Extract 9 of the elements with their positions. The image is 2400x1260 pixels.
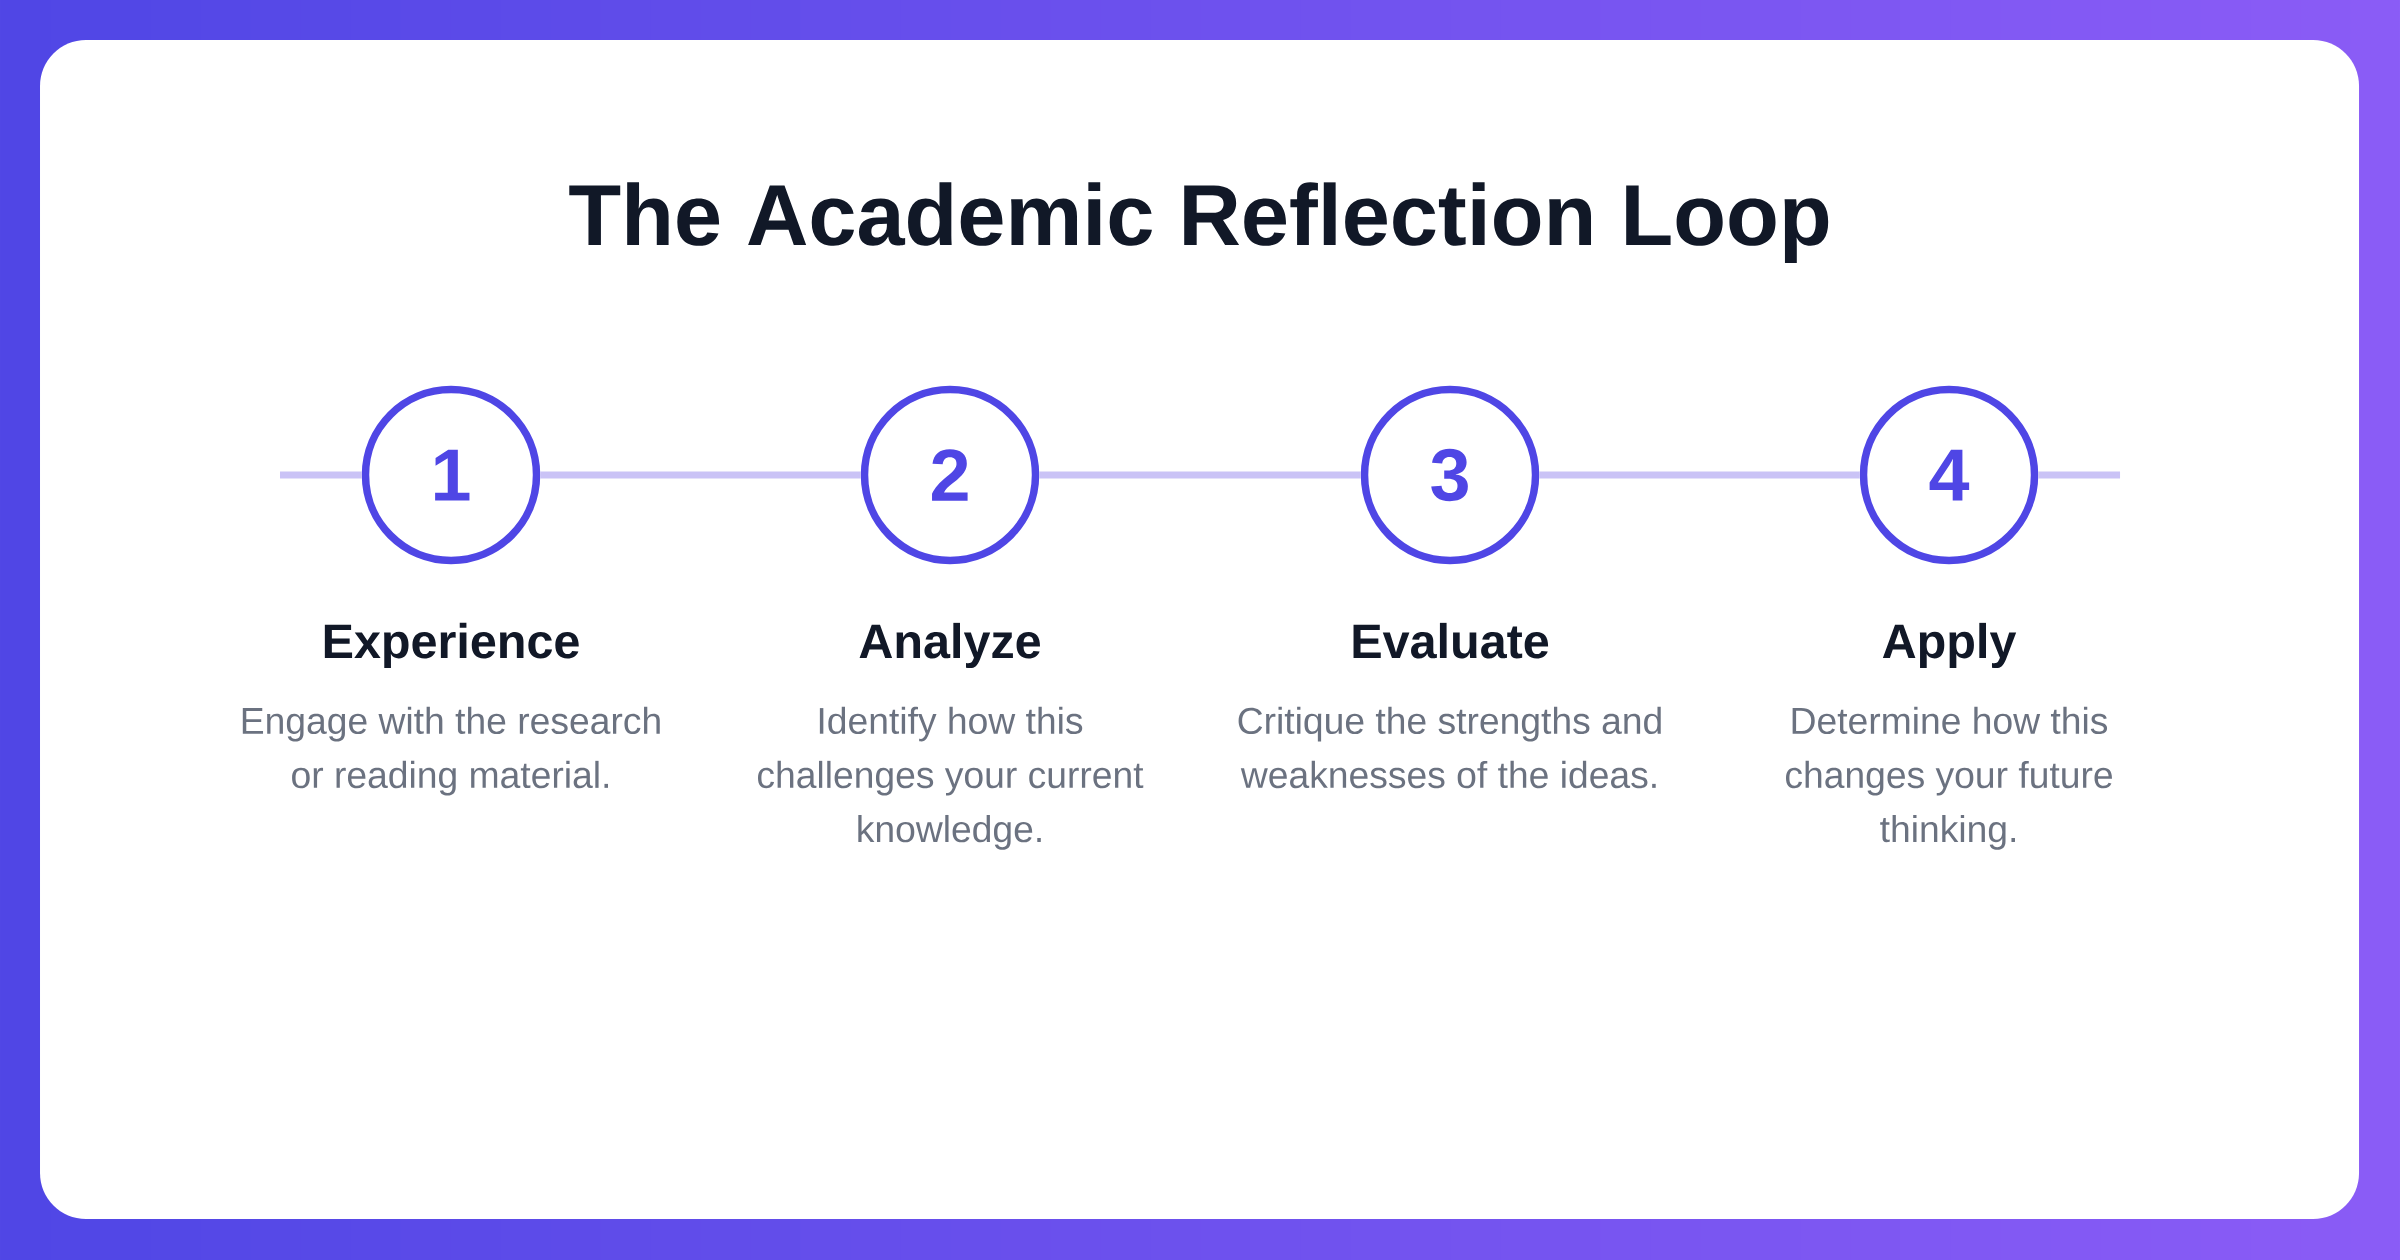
- title: The Academic Reflection Loop: [569, 182, 1829, 263]
- step-description: Identify how this challenges your current knowledge.: [758, 706, 1144, 850]
- step-description: Determine how this changes your future thinking.: [1786, 706, 2112, 850]
- step-description: Engage with the research or reading material.: [242, 706, 660, 796]
- step-heading: Analyze: [859, 622, 1040, 669]
- step-heading: Evaluate: [1353, 622, 1549, 659]
- step-description: Critique the strengths and weaknesses of the ideas.: [1238, 706, 1661, 789]
- step-heading: Apply: [1882, 622, 2017, 669]
- step-heading: Experience: [324, 622, 579, 669]
